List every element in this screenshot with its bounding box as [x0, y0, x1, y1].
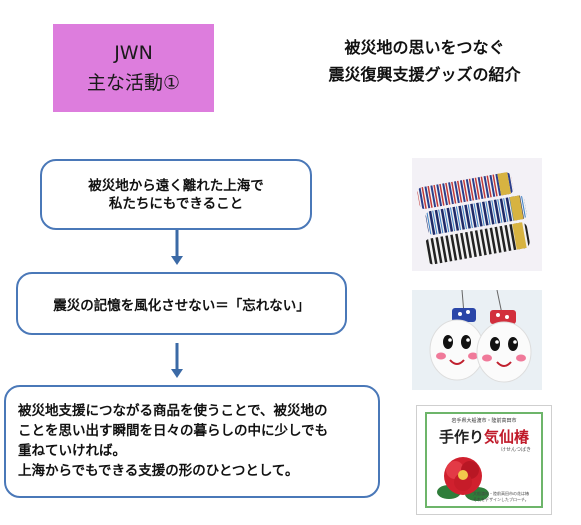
mascot-charms-photo: [412, 290, 542, 390]
card-header: 岩手県大船渡市・陸前高田市: [451, 418, 517, 424]
heading-line-2: 震災復興支援グッズの紹介: [328, 65, 521, 84]
mascot-charms-image: [412, 290, 542, 390]
card-caption-line-1: 大船渡市・陸前高田市の花は椿: [473, 491, 529, 496]
flow-step-1: 被災地から遠く離れた上海で 私たちにもできること: [40, 159, 312, 230]
card-title: 手作り気仙椿: [427, 426, 541, 447]
card-frame: 岩手県大船渡市・陸前高田市 手作り気仙椿 けせんつばき 大船渡市・陸前高田市の花…: [425, 412, 543, 508]
card-caption: 大船渡市・陸前高田市の花は椿 それをデザインしたブローチ。: [473, 491, 537, 503]
flow-step-1-line-2: 私たちにもできること: [108, 195, 244, 212]
card-caption-line-2: それをデザインしたブローチ。: [473, 497, 529, 502]
card-title-a: 手作り: [438, 428, 484, 446]
flow-step-3: 被災地支援につながる商品を使うことで、被災地の ことを思い出す瞬間を日々の暮らし…: [4, 385, 380, 498]
flow-step-3-line-3: 重ねていければ。: [18, 443, 126, 459]
flow-step-2-text: 震災の記憶を風化させない＝「忘れない」: [53, 297, 310, 314]
camellia-brooch-card: 岩手県大船渡市・陸前高田市 手作り気仙椿 けせんつばき 大船渡市・陸前高田市の花…: [416, 405, 552, 515]
flow-step-2: 震災の記憶を風化させない＝「忘れない」: [16, 272, 347, 335]
card-title-b: 気仙椿: [484, 428, 530, 446]
flow-step-1-line-1: 被災地から遠く離れた上海で: [88, 177, 264, 194]
camellia-flower-icon: [437, 457, 489, 501]
page-heading: 被災地の思いをつなぐ 震災復興支援グッズの紹介: [282, 34, 567, 88]
title-line-1: JWN: [114, 42, 153, 64]
down-arrow-icon: [171, 230, 183, 265]
flow-step-3-line-2: ことを思い出す瞬間を日々の暮らしの中に少しでも: [18, 423, 329, 439]
flow-step-3-line-4: 上海からでもできる支援の形のひとつとして。: [18, 463, 299, 479]
flow-step-3-line-1: 被災地支援につながる商品を使うことで、被災地の: [18, 403, 328, 419]
title-box: JWN 主な活動①: [53, 24, 214, 112]
striped-pouches-image: [412, 158, 542, 271]
down-arrow-icon: [171, 343, 183, 378]
striped-pouches-photo: [412, 158, 542, 271]
title-line-2: 主な活動①: [86, 72, 181, 94]
card-subtitle: けせんつばき: [500, 447, 531, 453]
heading-line-1: 被災地の思いをつなぐ: [344, 38, 505, 57]
